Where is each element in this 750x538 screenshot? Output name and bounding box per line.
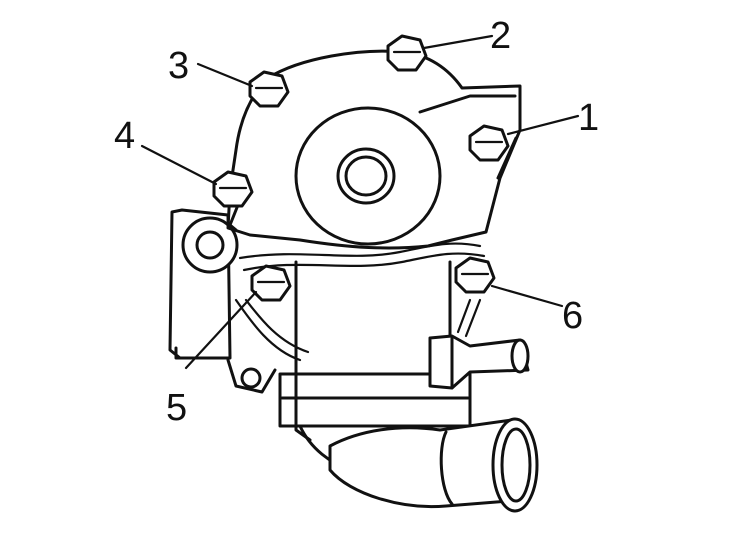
label-bolt-4: 4 (114, 115, 135, 157)
label-bolt-3: 3 (168, 45, 189, 87)
bolt-labels: 1 2 3 4 5 6 (114, 15, 599, 429)
elbow-inlet (328, 417, 539, 513)
pump-housing (226, 49, 522, 250)
leader-5 (184, 290, 258, 370)
label-bolt-2: 2 (490, 15, 511, 57)
bolt-1 (468, 124, 510, 162)
label-bolt-1: 1 (578, 97, 599, 139)
bolt-5 (250, 264, 292, 302)
gasket-flange (234, 242, 486, 362)
outlet-pipe (428, 334, 530, 390)
leader-lines (140, 34, 580, 370)
label-bolt-5: 5 (166, 387, 187, 429)
bolt-2 (386, 34, 428, 72)
leader-3 (196, 62, 254, 88)
bolt-3 (248, 70, 290, 108)
leader-2 (422, 34, 494, 50)
bolt-4 (212, 170, 254, 208)
bolt-6 (454, 256, 496, 294)
bolts (212, 34, 510, 302)
left-bracket (168, 208, 277, 394)
label-bolt-6: 6 (562, 295, 583, 337)
leader-1 (506, 114, 580, 136)
impeller-hub (294, 106, 442, 246)
leader-4 (140, 144, 218, 186)
leader-6 (490, 284, 564, 308)
